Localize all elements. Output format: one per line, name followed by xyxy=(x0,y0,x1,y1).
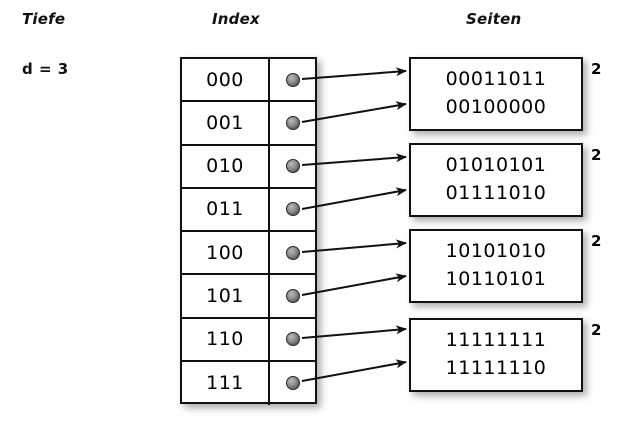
arrow-001-to-page-1 xyxy=(301,101,407,123)
index-key: 111 xyxy=(182,361,270,405)
pointer-dot-icon xyxy=(285,288,300,303)
pointer-dot-icon xyxy=(285,332,300,347)
page-line: 10110101 xyxy=(445,268,547,290)
arrow-110-to-page-4 xyxy=(301,325,407,339)
index-key: 010 xyxy=(182,145,270,187)
index-pointer-cell[interactable] xyxy=(270,232,315,273)
index-pointer-cell[interactable] xyxy=(270,146,315,187)
index-table: 000 001 010 011 100 101 110 xyxy=(180,57,317,405)
index-pointer-cell[interactable] xyxy=(270,362,315,405)
column-heading-index: Index xyxy=(212,10,260,28)
pointer-dot-icon xyxy=(285,115,300,130)
page-count-badge: 2 xyxy=(591,146,602,164)
table-row[interactable]: 010 xyxy=(182,145,315,189)
index-pointer-cell[interactable] xyxy=(270,189,315,230)
index-key: 110 xyxy=(182,318,270,360)
arrow-111-to-page-4 xyxy=(301,359,407,382)
index-pointer-cell[interactable] xyxy=(270,59,315,100)
page-line: 11111110 xyxy=(445,357,547,379)
table-row[interactable]: 000 xyxy=(182,59,315,103)
page-line: 01010101 xyxy=(445,154,547,177)
arrow-010-to-page-2 xyxy=(301,153,407,166)
column-heading-seiten: Seiten xyxy=(466,10,522,28)
page-box[interactable]: 01010101 01111010 xyxy=(409,143,583,217)
page-line: 10101010 xyxy=(445,240,547,263)
pointer-dot-icon xyxy=(285,245,300,260)
index-key: 011 xyxy=(182,188,270,230)
pointer-dot-icon xyxy=(285,376,300,391)
column-heading-tiefe: Tiefe xyxy=(22,10,66,28)
page-box[interactable]: 00011011 00100000 xyxy=(409,57,583,131)
pointer-dot-icon xyxy=(285,159,300,174)
index-key: 101 xyxy=(182,275,270,317)
index-key: 000 xyxy=(182,59,270,101)
page-line: 11111111 xyxy=(445,329,547,352)
page-line: 00011011 xyxy=(445,68,547,91)
arrow-100-to-page-3 xyxy=(301,239,407,253)
table-row[interactable]: 100 xyxy=(182,232,315,276)
arrow-000-to-page-1 xyxy=(301,67,407,80)
index-pointer-cell[interactable] xyxy=(270,275,315,316)
page-line: 01111010 xyxy=(445,182,547,204)
page-box[interactable]: 10101010 10110101 xyxy=(409,229,583,303)
pointer-dot-icon xyxy=(285,202,300,217)
table-row[interactable]: 111 xyxy=(182,361,315,405)
depth-value-label: d = 3 xyxy=(22,60,69,78)
table-row[interactable]: 110 xyxy=(182,318,315,362)
page-count-badge: 2 xyxy=(591,321,602,339)
table-row[interactable]: 011 xyxy=(182,188,315,232)
table-row[interactable]: 101 xyxy=(182,275,315,319)
page-count-badge: 2 xyxy=(591,232,602,250)
index-key: 001 xyxy=(182,102,270,144)
page-box[interactable]: 11111111 11111110 xyxy=(409,318,583,392)
index-pointer-cell[interactable] xyxy=(270,102,315,143)
index-pointer-cell[interactable] xyxy=(270,319,315,360)
index-key: 100 xyxy=(182,232,270,274)
arrow-011-to-page-2 xyxy=(301,187,407,210)
table-row[interactable]: 001 xyxy=(182,102,315,146)
page-line: 00100000 xyxy=(445,96,547,118)
arrow-101-to-page-3 xyxy=(301,273,407,296)
page-count-badge: 2 xyxy=(591,60,602,78)
pointer-dot-icon xyxy=(285,72,300,87)
